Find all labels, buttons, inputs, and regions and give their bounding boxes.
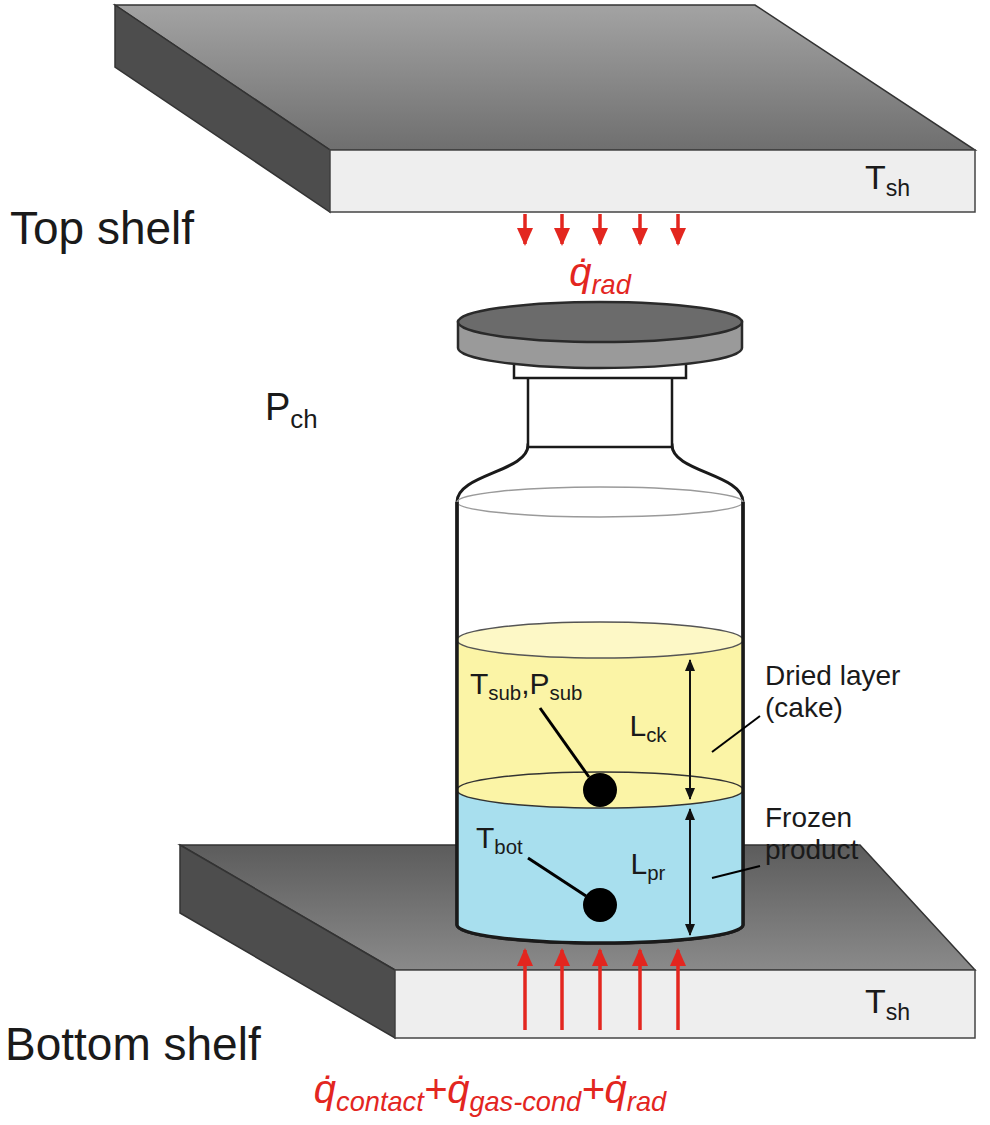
symbol-text: +q̇ xyxy=(424,1067,470,1111)
subscript: pr xyxy=(647,862,665,884)
heat-flux-label: q̇contact+q̇gas-cond+q̇rad xyxy=(314,1066,666,1117)
symbol-text: q̇ xyxy=(569,250,591,294)
cake-height-label: Lck xyxy=(629,709,666,748)
product-height-label: Lpr xyxy=(631,847,666,886)
subscript: sh xyxy=(886,999,910,1025)
symbol-text: L xyxy=(629,709,646,742)
sublimation-label: Tsub,Psub xyxy=(470,667,582,706)
radiation-arrows xyxy=(525,214,678,244)
symbol-text: L xyxy=(631,847,648,880)
bottom-temperature-label: Tbot xyxy=(476,821,523,860)
subscript: sh xyxy=(886,175,910,201)
bottom-shelf-face: Bottom shelfTsh xyxy=(395,970,975,1038)
chamber-pressure-label: Pch xyxy=(265,386,318,434)
symbol-text: Top shelf xyxy=(10,202,194,254)
subscript: rad xyxy=(591,269,630,300)
subscript: sub xyxy=(550,682,583,704)
shelf-temperature: Tsh xyxy=(865,158,910,202)
symbol-text: T xyxy=(470,667,488,700)
symbol-text: P xyxy=(265,386,290,428)
symbol-text: ,P xyxy=(521,667,549,700)
subscript: sub xyxy=(488,682,521,704)
symbol-text: T xyxy=(865,982,886,1020)
top-shelf xyxy=(115,5,975,212)
top-shelf-face: Top shelfTsh xyxy=(330,150,975,212)
layer-label: Frozen product xyxy=(765,802,915,866)
heat-flow-arrows xyxy=(525,950,678,1030)
heat-flux-label: q̇rad xyxy=(569,249,631,300)
symbol-text: Frozen product xyxy=(765,802,858,865)
symbol-text: T xyxy=(865,158,886,196)
symbol-text: q̇ xyxy=(314,1067,336,1111)
subscript: contact xyxy=(336,1086,424,1117)
symbol-text: +q̇ xyxy=(581,1067,627,1111)
subscript: bot xyxy=(494,836,522,858)
layer-label: Dried layer (cake) xyxy=(765,660,965,724)
symbol-text: T xyxy=(476,821,494,854)
shelf-temperature: Tsh xyxy=(865,982,910,1026)
subscript: ck xyxy=(646,724,666,746)
symbol-text: Dried layer (cake) xyxy=(765,660,900,723)
subscript: gas-cond xyxy=(469,1086,581,1117)
subscript: rad xyxy=(627,1086,666,1117)
vial xyxy=(457,302,760,943)
symbol-text: Bottom shelf xyxy=(5,1018,261,1070)
shelf-name: Bottom shelf xyxy=(5,1018,261,1071)
subscript: ch xyxy=(290,405,317,433)
shelf-name: Top shelf xyxy=(10,202,194,255)
